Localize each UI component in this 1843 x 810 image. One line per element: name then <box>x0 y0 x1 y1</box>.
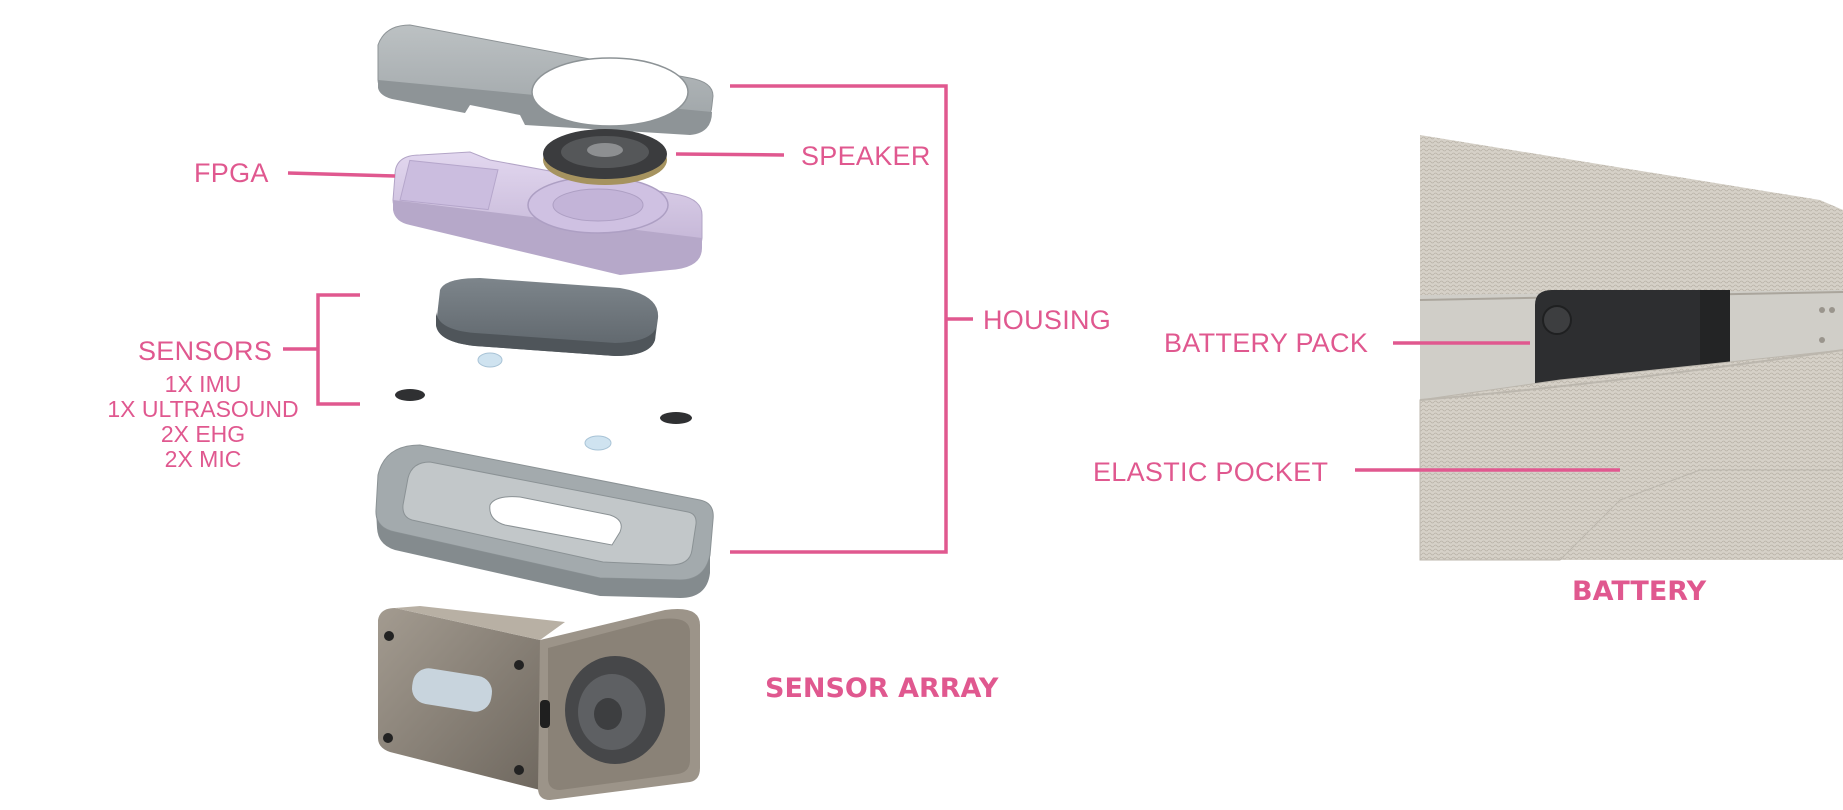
sensor-array-caption: SENSOR ARRAY <box>765 673 999 704</box>
speaker-driver <box>543 129 667 185</box>
sensor-list-item: 1X IMU <box>164 371 242 397</box>
fpga-leader <box>287 171 396 178</box>
ehg-electrode-right <box>660 412 692 424</box>
sensor-list-item: 1X ULTRASOUND <box>107 396 299 422</box>
device-window <box>411 668 493 712</box>
fpga-board <box>392 151 703 275</box>
battery-caption: BATTERY <box>1572 576 1707 607</box>
sensor-array-device <box>378 606 700 800</box>
sensor-list-item: 2X MIC <box>164 446 242 472</box>
fpga-chip-recess <box>399 159 499 211</box>
elastic-pocket-label: ELASTIC POCKET <box>1093 457 1329 487</box>
ehg-electrode-left <box>395 389 425 401</box>
mic-chip <box>584 435 612 451</box>
fpga-label: FPGA <box>194 158 269 188</box>
sensors-bracket <box>316 293 360 406</box>
housing-label: HOUSING <box>983 305 1112 335</box>
elastic-pocket-render <box>1419 349 1843 561</box>
housing-bottom-frame <box>375 444 714 598</box>
imu-chip <box>477 352 503 368</box>
battery-pack-label: BATTERY PACK <box>1164 328 1369 358</box>
battery-button <box>1542 305 1572 335</box>
speaker-opening <box>531 57 689 127</box>
speaker-label: SPEAKER <box>801 141 931 171</box>
speaker-leader <box>675 152 785 157</box>
sensor-cover-pad <box>436 278 659 356</box>
housing-top-lid <box>377 24 714 135</box>
sensors-label: SENSORS <box>138 336 273 366</box>
leader-lines <box>283 84 1620 554</box>
sensor-list-item: 2X EHG <box>160 421 246 447</box>
sensor-components <box>395 352 692 451</box>
sensor-list: 1X IMU 1X ULTRASOUND 2X EHG 2X MIC <box>93 372 313 472</box>
